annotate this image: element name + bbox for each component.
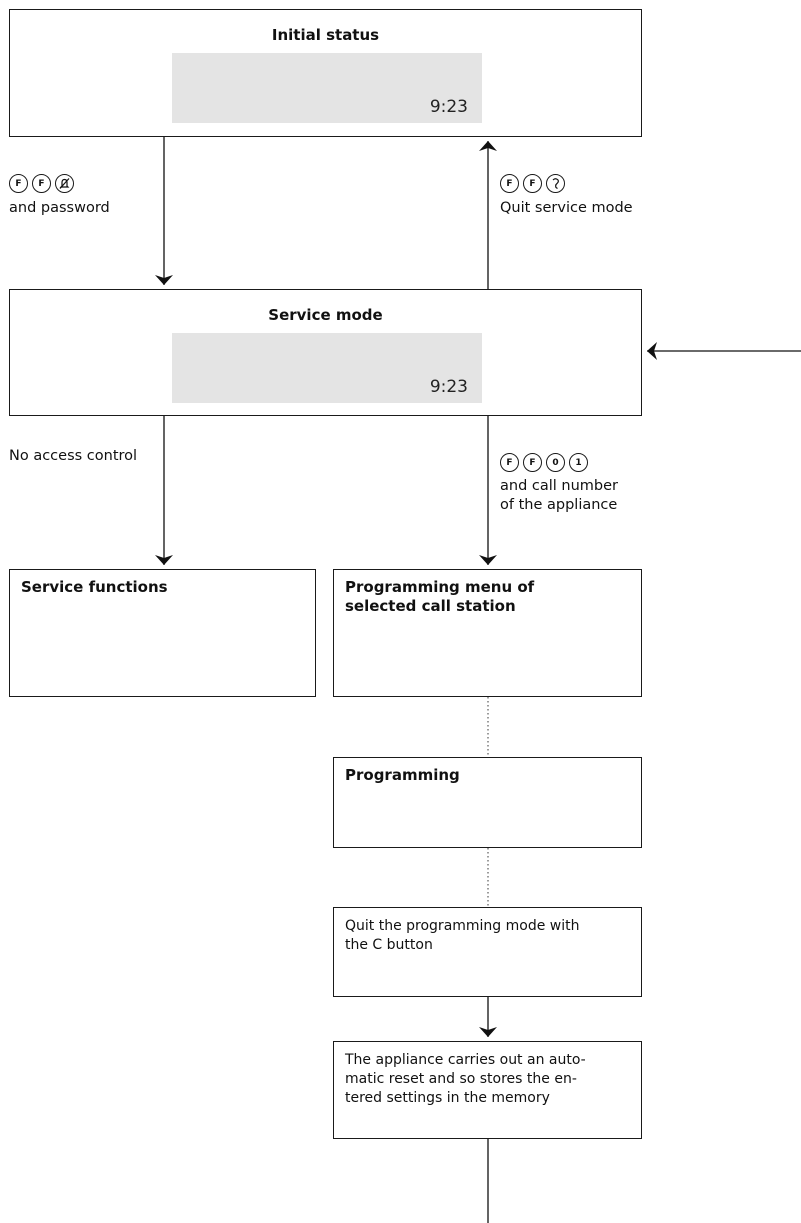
auto-reset-text: The appliance carries out an auto- matic…	[345, 1052, 586, 1106]
service-mode-display: 9:23	[172, 333, 482, 403]
f-key-icon: F	[500, 174, 519, 193]
f-key-icon: F	[523, 453, 542, 472]
key-sequence-quit-service: F F	[500, 174, 565, 193]
f-key-icon: F	[32, 174, 51, 193]
programming-box: Programming	[333, 757, 642, 848]
quit-programming-text: Quit the programming mode with the C but…	[345, 918, 580, 953]
f-key-icon: F	[9, 174, 28, 193]
service-functions-box: Service functions	[9, 569, 316, 697]
mute-bell-icon	[55, 174, 74, 193]
programming-menu-title: Programming menu of selected call statio…	[345, 578, 535, 615]
display-time: 9:23	[429, 97, 468, 117]
programming-title: Programming	[345, 766, 460, 784]
programming-menu-box: Programming menu of selected call statio…	[333, 569, 642, 697]
quit-service-label: Quit service mode	[500, 200, 633, 216]
service-mode-title: Service mode	[268, 306, 383, 324]
call-number-label: and call number of the appliance	[500, 478, 619, 513]
initial-status-display: 9:23	[172, 53, 482, 123]
digit-1-key-icon: 1	[569, 453, 588, 472]
key-sequence-programming: F F 0 1	[500, 453, 588, 472]
handset-icon	[546, 174, 565, 193]
no-access-control-label: No access control	[9, 448, 138, 464]
f-key-icon: F	[523, 174, 542, 193]
quit-programming-box: Quit the programming mode with the C but…	[333, 907, 642, 997]
auto-reset-box: The appliance carries out an auto- matic…	[333, 1041, 642, 1139]
initial-status-box: Initial status 9:23	[9, 9, 642, 137]
digit-0-key-icon: 0	[546, 453, 565, 472]
service-functions-title: Service functions	[21, 578, 168, 596]
display-time: 9:23	[429, 377, 468, 397]
service-mode-box: Service mode 9:23	[9, 289, 642, 416]
initial-status-title: Initial status	[271, 26, 380, 44]
f-key-icon: F	[500, 453, 519, 472]
key-sequence-enter-service: F F	[9, 174, 74, 193]
enter-service-label: and password	[9, 200, 110, 216]
